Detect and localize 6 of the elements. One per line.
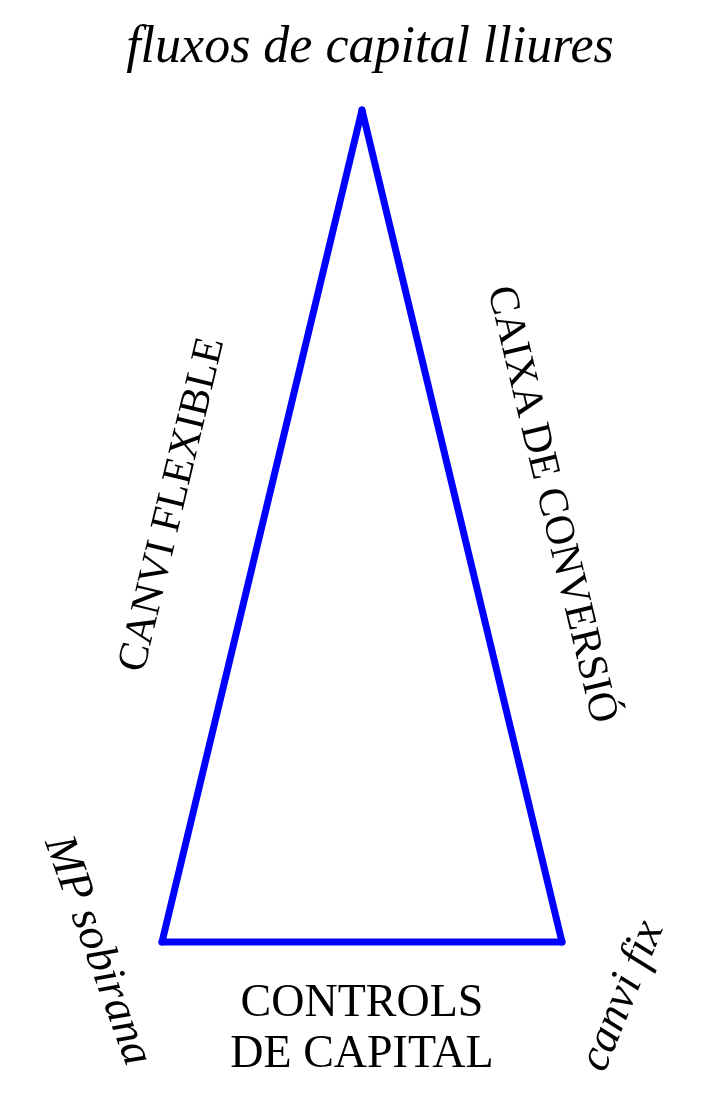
triangle-side [358, 106, 566, 946]
edge-label: CONTROLS DE CAPITAL [229, 976, 495, 1078]
vertex-label: MP sobirana [37, 829, 163, 1071]
vertex-label: canvi fix [569, 913, 671, 1077]
vertex-label: fluxos de capital lliures [126, 19, 614, 71]
triangle-side [158, 938, 566, 946]
